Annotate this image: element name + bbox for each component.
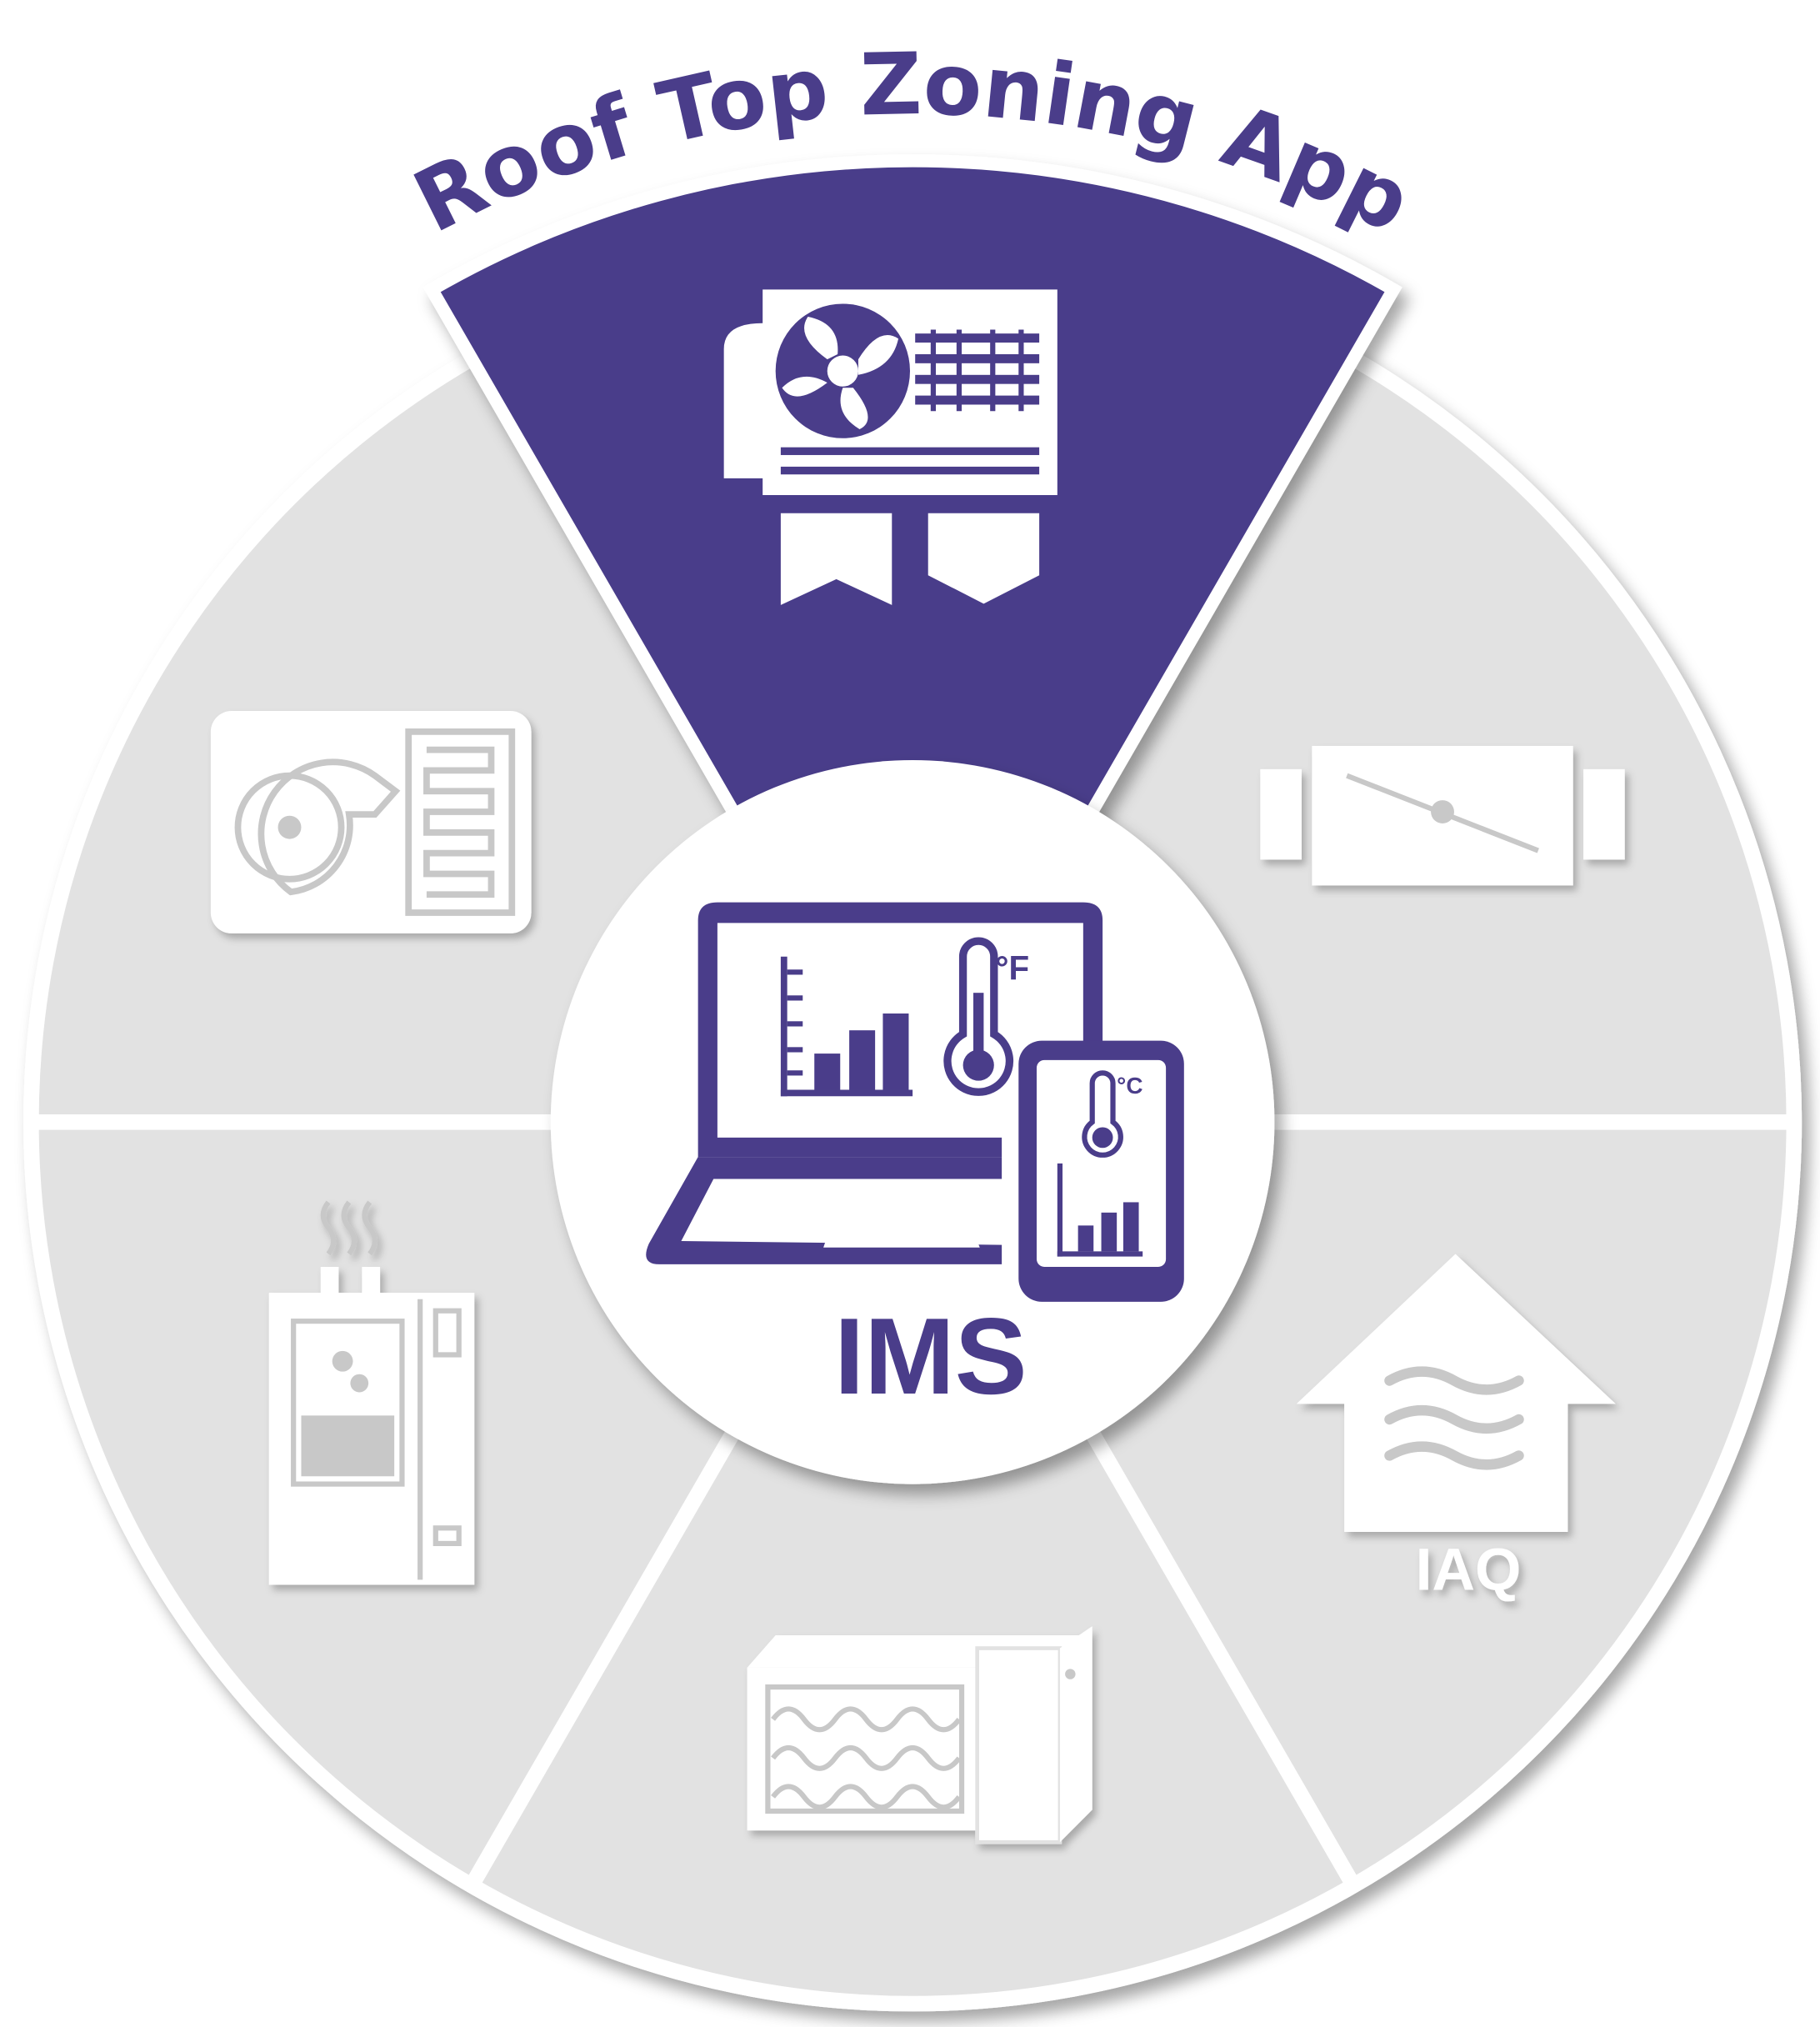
celsius-label: °C [1117, 1073, 1142, 1099]
ims-label: IMS [834, 1295, 1028, 1417]
damper-icon[interactable] [1260, 745, 1625, 886]
indoor-air-quality-icon[interactable]: IAQ [1296, 1254, 1616, 1604]
iaq-label: IAQ [1416, 1537, 1522, 1604]
boiler-icon[interactable] [268, 1200, 475, 1585]
rooftop-unit-icon [723, 289, 1058, 605]
heater-coil-icon[interactable] [747, 1626, 1092, 1844]
fahrenheit-label: °F [995, 949, 1029, 988]
fan-coil-icon[interactable] [210, 711, 532, 933]
segment-rooftop-unit-active[interactable] [422, 154, 1402, 1135]
ims-devices-icon: °F °C [646, 902, 1184, 1302]
